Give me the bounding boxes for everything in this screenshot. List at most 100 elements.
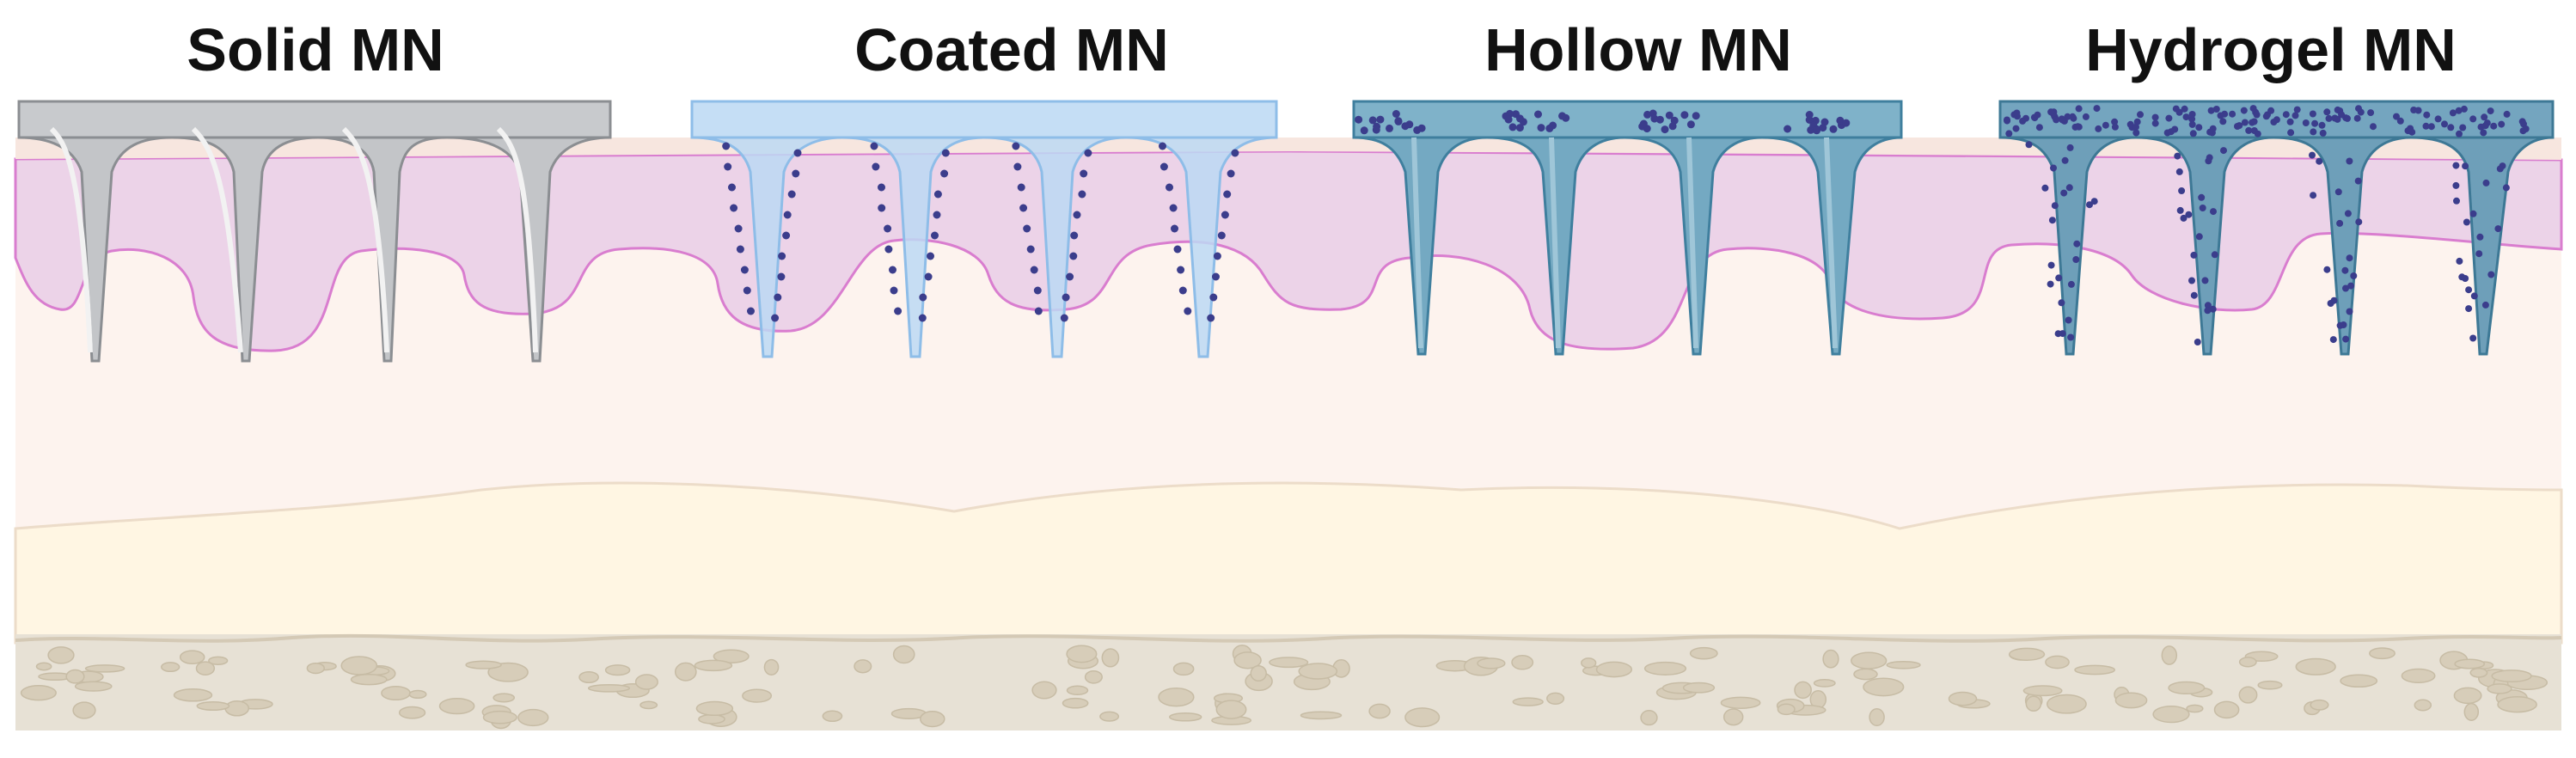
drug-particle (2502, 184, 2510, 192)
muscle-blob (1066, 645, 1098, 663)
muscle-blob (1250, 665, 1267, 682)
muscle-blob (2025, 695, 2042, 712)
drug-particle (2176, 206, 2184, 214)
drug-particle (2346, 157, 2353, 165)
muscle-blob (2487, 683, 2512, 694)
muscle-blob (639, 700, 658, 710)
drug-particle (2034, 111, 2041, 119)
drug-particle (2310, 192, 2317, 199)
drug-particle (2012, 125, 2020, 132)
drug-particle (2065, 316, 2072, 324)
muscle-blob (694, 659, 733, 672)
muscle-blob (2497, 696, 2537, 713)
drug-particle (2291, 112, 2299, 119)
drug-particle (2456, 257, 2463, 265)
drug-particle (919, 293, 927, 302)
drug-particle (778, 252, 786, 260)
muscle-blob (408, 689, 427, 700)
drug-particle (2329, 336, 2337, 344)
drug-particle (2086, 201, 2093, 209)
muscle-blob (208, 656, 229, 665)
drug-particle (2220, 147, 2227, 155)
drug-particle (793, 149, 802, 157)
drug-particle (743, 286, 751, 295)
drug-particle (1355, 115, 1363, 124)
drug-particle (2476, 233, 2484, 241)
drug-particle (2282, 111, 2290, 119)
drug-particle (2250, 127, 2258, 134)
drug-particle (894, 307, 903, 315)
muscle-blob (195, 661, 216, 676)
drug-particle (2469, 210, 2477, 217)
drug-particle (2082, 113, 2090, 120)
drug-particle (2102, 121, 2109, 129)
drug-particle (2005, 130, 2013, 138)
muscle-blob (892, 645, 915, 664)
epidermis-layer (14, 150, 2563, 352)
drug-particle (1401, 122, 1410, 131)
drug-particle (1209, 293, 1218, 302)
muscle-blob (1581, 657, 1597, 669)
muscle-blob (1822, 649, 1839, 669)
drug-particle (2060, 189, 2068, 197)
drug-particle (2327, 300, 2334, 307)
drug-particle (878, 204, 886, 212)
drug-particle (2212, 106, 2220, 113)
muscle-blob (698, 713, 725, 724)
coated-mn-array (690, 100, 1278, 358)
drug-particle (2180, 214, 2187, 222)
drug-particle (2047, 280, 2054, 288)
muscle-texture (20, 645, 2548, 730)
drug-particle (2065, 184, 2073, 192)
drug-particle (2414, 107, 2422, 114)
drug-particle (890, 286, 898, 295)
drug-particle (2458, 273, 2466, 281)
muscle-blob (742, 688, 773, 703)
muscle-blob (2469, 667, 2488, 678)
muscle-blob (1794, 681, 1812, 700)
drug-particle (1227, 169, 1235, 178)
drug-particle (2423, 111, 2431, 119)
muscle-blob (2401, 668, 2436, 684)
drug-particle (1159, 142, 1166, 150)
drug-particle (1026, 245, 1035, 254)
muscle-blob (84, 664, 125, 673)
muscle-blob (713, 649, 750, 663)
drug-particle (2019, 117, 2027, 125)
muscle-blob (1404, 707, 1441, 728)
drug-particle (1394, 117, 1403, 125)
drug-particle (2004, 116, 2010, 124)
drug-particle (872, 162, 880, 171)
drug-particle (2316, 157, 2323, 165)
muscle-blob (1477, 657, 1506, 669)
muscle-blob (2238, 657, 2257, 668)
drug-particle (2370, 123, 2377, 131)
drug-particle (2181, 105, 2188, 113)
drug-particle (2175, 108, 2183, 116)
drug-particle (1169, 204, 1178, 212)
drug-particle (1080, 169, 1088, 178)
drug-particle (2319, 129, 2327, 137)
muscle-blob (2008, 647, 2046, 661)
drug-particle (884, 224, 892, 233)
drug-particle (787, 190, 796, 199)
drug-particle (2447, 124, 2455, 131)
drug-particle (2287, 129, 2295, 137)
muscle-blob (1853, 668, 1878, 681)
muscle-blob (1062, 697, 1089, 709)
drug-particle (1819, 124, 1827, 132)
drug-particle (2074, 123, 2082, 131)
drug-particle (2293, 106, 2301, 113)
muscle-blob (2152, 705, 2190, 724)
drug-particle (1231, 149, 1239, 157)
drug-particle (1661, 125, 1669, 134)
drug-particle (2350, 272, 2358, 279)
drug-particle (2334, 115, 2341, 123)
drug-particle (2073, 240, 2081, 248)
muscle-blob (1595, 661, 1633, 678)
drug-particle (2355, 218, 2363, 226)
muscle-blob (493, 693, 516, 703)
drug-particle (1030, 266, 1038, 274)
drug-particle (747, 307, 755, 315)
